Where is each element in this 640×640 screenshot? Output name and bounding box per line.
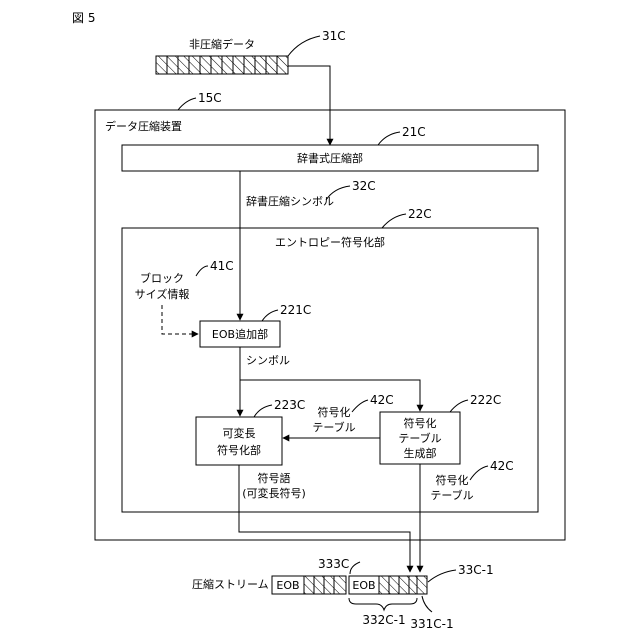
- ref-332c-1: 332C-1: [362, 613, 405, 627]
- ref-221c-leader: [262, 310, 278, 321]
- block-size-line2: サイズ情報: [135, 287, 190, 301]
- ref-42c-mid: 42C: [370, 393, 394, 407]
- block-size-line1: ブロック: [140, 271, 184, 285]
- device-box: [95, 110, 565, 540]
- ref-33c-1: 33C-1: [458, 563, 494, 577]
- ref-33c-1-leader: [428, 570, 456, 582]
- block-size-arrow: [162, 305, 198, 334]
- ref-22c: 22C: [408, 207, 432, 221]
- stream-eob1-label: EOB: [276, 579, 299, 592]
- ref-331c-1: 331C-1: [410, 617, 453, 631]
- varlen-line2: 符号化部: [217, 443, 261, 457]
- dict-comp-label: 辞書式圧縮部: [297, 151, 363, 165]
- stream-eob2-label: EOB: [352, 579, 375, 592]
- table-gen-line2: テーブル: [398, 431, 441, 445]
- ref-333c: 333C: [318, 557, 349, 571]
- ref-333c-leader: [350, 562, 360, 574]
- ref-41c: 41C: [210, 259, 234, 273]
- symbol-label: シンボル: [246, 354, 290, 367]
- stream-seg2: [379, 576, 417, 594]
- ref-15c-leader: [178, 98, 196, 110]
- device-label: データ圧縮装置: [105, 119, 182, 133]
- varlen-line1: 可変長: [223, 426, 256, 440]
- ref-21c: 21C: [402, 125, 426, 139]
- table-gen-line3: 生成部: [404, 446, 437, 460]
- ref-221c: 221C: [280, 303, 311, 317]
- ref-32c: 32C: [352, 179, 376, 193]
- dict-symbol-label: 辞書圧縮シンボル: [246, 194, 334, 208]
- ref-15c: 15C: [198, 91, 222, 105]
- table-gen-line1: 符号化: [404, 416, 437, 430]
- ref-223c: 223C: [274, 398, 305, 412]
- ref-41c-leader: [196, 266, 208, 276]
- ref-42c-out-leader: [470, 466, 488, 480]
- varlen-box: [196, 417, 282, 465]
- ref-223c-leader: [254, 405, 272, 417]
- ref-331c-1-leader: [422, 596, 432, 612]
- entropy-box: [122, 228, 538, 512]
- table-out-line1: 符号化: [436, 473, 469, 487]
- ref-42c-mid-leader: [352, 400, 368, 412]
- ref-31c-leader: [288, 36, 320, 56]
- codeword-line1: 符号語: [258, 471, 291, 485]
- codeword-line2: (可変長符号): [242, 486, 306, 500]
- ref-31c: 31C: [322, 29, 346, 43]
- ref-222c: 222C: [470, 393, 501, 407]
- ref-21c-leader: [378, 132, 400, 145]
- brace-332c-1: [349, 598, 417, 610]
- stream-label: 圧縮ストリーム: [192, 577, 269, 591]
- ref-22c-leader: [382, 214, 406, 228]
- figure-label: 図 5: [72, 11, 95, 25]
- ref-222c-leader: [450, 400, 468, 412]
- table-mid-line1: 符号化: [318, 405, 351, 419]
- input-label: 非圧縮データ: [189, 37, 255, 51]
- entropy-label: エントロピー符号化部: [275, 235, 385, 249]
- stream-seg1: [304, 576, 346, 594]
- table-out-line2: テーブル: [430, 488, 473, 502]
- stream-table-seg: [417, 576, 427, 594]
- eob-add-label: EOB追加部: [212, 327, 268, 341]
- table-mid-line2: テーブル: [312, 420, 355, 434]
- input-to-dict-arrow: [288, 66, 330, 145]
- ref-42c-out: 42C: [490, 459, 514, 473]
